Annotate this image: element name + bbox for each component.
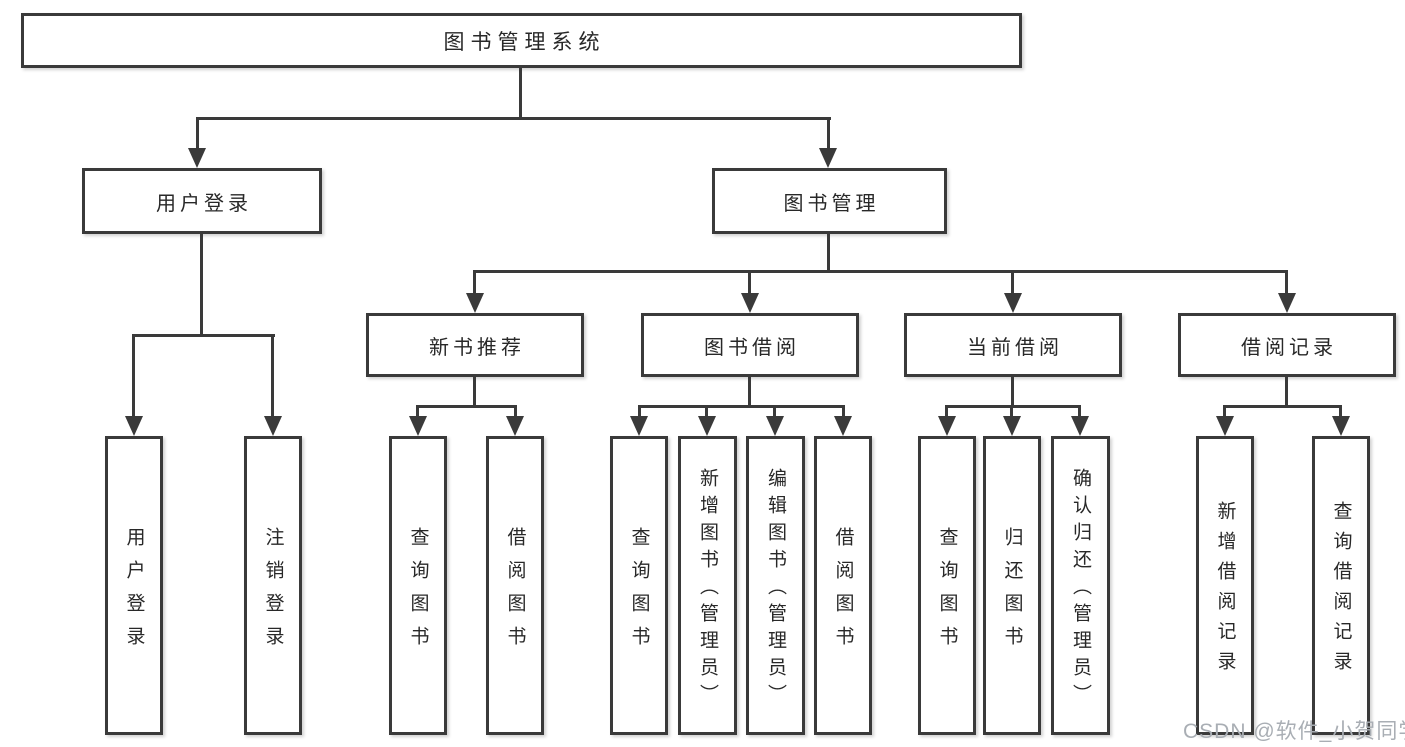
node-label: 新书推荐 <box>429 336 525 359</box>
connector-stem <box>748 377 751 408</box>
connector-to-leaf <box>773 405 776 420</box>
connector-root-branch <box>196 117 831 120</box>
node-borrow-records: 借阅记录 <box>1178 313 1396 377</box>
connector-to-new-book <box>473 270 476 296</box>
leaf-add-book-admin: 新增图书（管理员） <box>678 436 737 735</box>
arrowhead-down-icon <box>1071 416 1089 436</box>
connector-book-management-stem <box>827 234 830 273</box>
connector-root-stem <box>519 68 522 120</box>
connector-user-login-branch <box>132 334 275 337</box>
leaf-label: 查询借阅记录 <box>1330 501 1352 681</box>
leaf-confirm-return-admin: 确认归还（管理员） <box>1051 436 1110 735</box>
connector-branch <box>638 405 845 408</box>
arrowhead-down-icon <box>1003 416 1021 436</box>
connector-to-leaf <box>705 405 708 420</box>
node-new-book-recommend: 新书推荐 <box>366 313 584 377</box>
arrowhead-down-icon <box>834 416 852 436</box>
connector-to-leaf <box>132 334 135 420</box>
connector-to-leaf <box>514 405 517 420</box>
leaf-label: 归还图书 <box>1001 526 1023 659</box>
connector-branch <box>945 405 1081 408</box>
connector-stem <box>1285 377 1288 408</box>
watermark: CSDN @软件_小贺同学 <box>1183 720 1405 743</box>
arrowhead-down-icon <box>1216 416 1234 436</box>
leaf-query-book-current: 查询图书 <box>918 436 976 735</box>
node-label: 当前借阅 <box>967 336 1063 359</box>
node-label: 图书借阅 <box>704 336 800 359</box>
leaf-logout: 注销登录 <box>244 436 302 735</box>
node-book-management: 图书管理 <box>712 168 947 234</box>
leaf-label: 注销登录 <box>262 526 284 659</box>
connector-to-current-borrow <box>1011 270 1014 296</box>
leaf-label: 新增借阅记录 <box>1214 501 1236 681</box>
connector-user-login-stem <box>200 234 203 337</box>
connector-book-management-branch <box>473 270 1288 273</box>
arrowhead-down-icon <box>409 416 427 436</box>
leaf-label: 查询图书 <box>407 526 429 659</box>
connector-to-leaf <box>638 405 641 420</box>
arrowhead-down-icon <box>766 416 784 436</box>
arrowhead-down-icon <box>938 416 956 436</box>
arrowhead-down-icon <box>819 148 837 168</box>
arrowhead-down-icon <box>188 148 206 168</box>
connector-branch <box>1223 405 1342 408</box>
leaf-query-borrow-record: 查询借阅记录 <box>1312 436 1370 735</box>
arrowhead-down-icon <box>630 416 648 436</box>
leaf-borrow-book: 借阅图书 <box>814 436 872 735</box>
connector-stem <box>473 377 476 408</box>
connector-to-leaf <box>1339 405 1342 420</box>
arrowhead-down-icon <box>264 416 282 436</box>
node-user-login: 用户登录 <box>82 168 322 234</box>
node-label: 借阅记录 <box>1241 336 1337 359</box>
arrowhead-down-icon <box>698 416 716 436</box>
leaf-borrow-book-recommend: 借阅图书 <box>486 436 544 735</box>
node-book-borrow: 图书借阅 <box>641 313 859 377</box>
leaf-query-book-recommend: 查询图书 <box>389 436 447 735</box>
arrowhead-down-icon <box>1278 293 1296 313</box>
leaf-query-book-borrow: 查询图书 <box>610 436 668 735</box>
connector-to-borrow-records <box>1285 270 1288 296</box>
arrowhead-down-icon <box>506 416 524 436</box>
connector-to-leaf <box>1078 405 1081 420</box>
arrowhead-down-icon <box>466 293 484 313</box>
connector-to-leaf <box>1223 405 1226 420</box>
leaf-label: 新增图书（管理员） <box>697 468 718 711</box>
node-label: 图书管理系统 <box>443 30 606 54</box>
arrowhead-down-icon <box>125 416 143 436</box>
leaf-label: 查询图书 <box>936 526 958 659</box>
leaf-label: 用户登录 <box>123 526 145 659</box>
arrowhead-down-icon <box>1004 293 1022 313</box>
leaf-label: 编辑图书（管理员） <box>765 468 786 711</box>
connector-to-leaf <box>416 405 419 420</box>
connector-to-leaf <box>271 334 274 420</box>
arrowhead-down-icon <box>1332 416 1350 436</box>
connector-to-leaf <box>945 405 948 420</box>
connector-to-book-management <box>827 117 830 152</box>
leaf-return-book: 归还图书 <box>983 436 1041 735</box>
node-label: 图书管理 <box>783 192 880 215</box>
connector-to-leaf <box>842 405 845 420</box>
leaf-label: 确认归还（管理员） <box>1070 468 1091 711</box>
arrowhead-down-icon <box>741 293 759 313</box>
connector-to-user-login <box>196 117 199 152</box>
connector-branch <box>416 405 517 408</box>
node-library-management-system: 图书管理系统 <box>21 13 1022 68</box>
leaf-edit-book-admin: 编辑图书（管理员） <box>746 436 805 735</box>
connector-to-book-borrow <box>748 270 751 296</box>
leaf-label: 借阅图书 <box>504 526 526 659</box>
leaf-user-login: 用户登录 <box>105 436 163 735</box>
node-label: 用户登录 <box>156 192 252 215</box>
leaf-label: 查询图书 <box>628 526 650 659</box>
leaf-add-borrow-record: 新增借阅记录 <box>1196 436 1254 735</box>
connector-stem <box>1011 377 1014 408</box>
node-current-borrow: 当前借阅 <box>904 313 1122 377</box>
leaf-label: 借阅图书 <box>832 526 854 659</box>
connector-to-leaf <box>1010 405 1013 420</box>
